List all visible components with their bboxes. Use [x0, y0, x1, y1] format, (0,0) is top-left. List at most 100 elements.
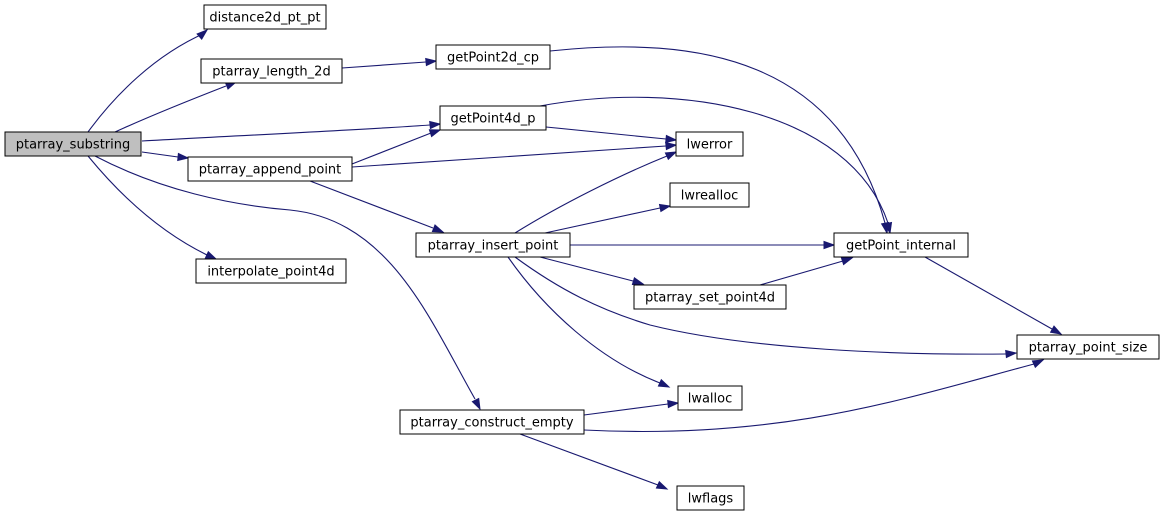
node-box[interactable]	[676, 485, 745, 511]
edge-ptarray_substring-to-ptarray_construct_empty	[94, 155, 481, 411]
node-box[interactable]	[669, 182, 750, 208]
node-box[interactable]	[195, 258, 347, 284]
arrowhead-icon	[631, 276, 645, 286]
edge-ptarray_construct_empty-to-ptarray_point_size	[583, 359, 1045, 433]
node-label: getPoint2d_cp	[447, 51, 539, 66]
edge-ptarray_append_point-to-getPoint4d_p	[351, 129, 442, 165]
edge-ptarray_substring-to-getPoint4d_p	[141, 120, 442, 142]
edge-line	[141, 151, 179, 158]
node-ptarray-construct-empty[interactable]: ptarray_construct_empty	[399, 409, 585, 435]
edge-line	[759, 260, 844, 286]
edge-line	[519, 433, 659, 486]
call-edges	[87, 29, 1063, 490]
edge-line	[583, 403, 669, 416]
node-box[interactable]	[677, 385, 743, 411]
edge-line	[87, 155, 208, 256]
edge-ptarray_append_point-to-ptarray_insert_point	[309, 180, 445, 233]
node-box[interactable]	[439, 105, 547, 131]
arrowhead-icon	[429, 120, 442, 130]
arrowhead-icon	[658, 203, 672, 213]
arrowhead-icon	[883, 221, 893, 235]
node-lwrealloc[interactable]: lwrealloc	[669, 182, 750, 208]
node-ptarray-set-point4d[interactable]: ptarray_set_point4d	[633, 284, 787, 310]
edge-line	[114, 85, 227, 133]
edge-line	[539, 96, 889, 224]
edge-ptarray_insert_point-to-lwerror	[514, 151, 678, 234]
node-ptarray-point-size[interactable]: ptarray_point_size	[1016, 334, 1160, 360]
edge-ptarray_insert_point-to-lwalloc	[507, 256, 671, 388]
edge-line	[351, 132, 432, 165]
arrowhead-icon	[840, 257, 854, 266]
node-box[interactable]	[435, 44, 551, 70]
node-box[interactable]	[200, 58, 343, 84]
node-label: lwalloc	[688, 392, 733, 407]
node-label: lwerror	[687, 138, 733, 153]
edge-ptarray_set_point4d-to-getPoint_internal	[759, 257, 854, 286]
arrowhead-icon	[1049, 325, 1063, 335]
node-distance2d-pt-pt[interactable]: distance2d_pt_pt	[203, 4, 327, 30]
function-nodes: ptarray_substring distance2d_pt_ptptarray…	[4, 4, 1160, 511]
node-label: ptarray_construct_empty	[410, 416, 573, 431]
node-ptarray-insert-point[interactable]: ptarray_insert_point	[415, 232, 571, 258]
edge-ptarray_substring-to-distance2d_pt_pt	[87, 29, 209, 133]
node-label: ptarray_append_point	[199, 163, 342, 178]
arrowhead-icon	[428, 129, 442, 138]
edge-line	[351, 145, 667, 168]
node-label: ptarray_substring	[16, 138, 131, 153]
arrowhead-icon	[425, 57, 438, 67]
edge-ptarray_substring-to-ptarray_append_point	[141, 151, 190, 162]
node-box[interactable]	[675, 131, 744, 157]
node-box[interactable]	[833, 232, 969, 258]
edge-line	[87, 32, 206, 133]
node-box[interactable]	[1016, 334, 1160, 360]
node-lwalloc[interactable]: lwalloc	[677, 385, 743, 411]
edge-line	[544, 207, 661, 234]
node-box[interactable]	[203, 4, 327, 30]
arrowhead-icon	[667, 399, 680, 409]
edge-ptarray_length_2d-to-getPoint2d_cp	[341, 57, 438, 69]
edge-ptarray_construct_empty-to-lwalloc	[583, 399, 680, 416]
arrowhead-icon	[204, 250, 218, 260]
edge-line	[341, 61, 427, 69]
edge-line	[549, 46, 886, 224]
node-box[interactable]	[415, 232, 571, 258]
node-label: ptarray_point_size	[1029, 341, 1148, 356]
edge-line	[141, 124, 431, 142]
node-ptarray-append-point[interactable]: ptarray_append_point	[187, 156, 353, 182]
edge-line	[514, 256, 1007, 355]
node-ptarray-substring[interactable]: ptarray_substring	[4, 131, 142, 157]
node-label: distance2d_pt_pt	[209, 11, 320, 26]
arrowhead-icon	[665, 134, 678, 144]
arrowhead-icon	[1031, 359, 1045, 369]
node-getPoint4d-p[interactable]: getPoint4d_p	[439, 105, 547, 131]
edge-line	[583, 363, 1035, 433]
node-lwerror[interactable]: lwerror	[675, 131, 744, 157]
node-box[interactable]	[187, 156, 353, 182]
node-box[interactable]	[633, 284, 787, 310]
arrowhead-icon	[655, 480, 669, 490]
arrowhead-icon	[657, 378, 671, 388]
edge-getPoint_internal-to-ptarray_point_size	[924, 256, 1063, 335]
node-ptarray-length-2d[interactable]: ptarray_length_2d	[200, 58, 343, 84]
arrowhead-icon	[664, 151, 678, 161]
edge-ptarray_append_point-to-lwerror	[351, 141, 678, 168]
edge-line	[545, 126, 667, 140]
node-label: getPoint_internal	[846, 239, 956, 254]
node-lwflags[interactable]: lwflags	[676, 485, 745, 511]
edge-line	[924, 256, 1053, 330]
node-interpolate-point4d[interactable]: interpolate_point4d	[195, 258, 347, 284]
edge-ptarray_insert_point-to-ptarray_set_point4d	[539, 256, 645, 286]
node-box[interactable]	[399, 409, 585, 435]
edge-line	[539, 256, 634, 282]
node-label: lwflags	[688, 492, 734, 507]
edge-getPoint4d_p-to-getPoint_internal	[539, 96, 893, 235]
node-getPoint-internal[interactable]: getPoint_internal	[833, 232, 969, 258]
arrowhead-icon	[196, 29, 209, 41]
node-getPoint2d-cp[interactable]: getPoint2d_cp	[435, 44, 551, 70]
node-label: ptarray_set_point4d	[645, 291, 775, 306]
arrowhead-icon	[471, 397, 481, 411]
edge-ptarray_insert_point-to-getPoint_internal	[570, 240, 836, 250]
edge-getPoint4d_p-to-lwerror	[545, 126, 678, 144]
node-box[interactable]	[4, 131, 142, 157]
